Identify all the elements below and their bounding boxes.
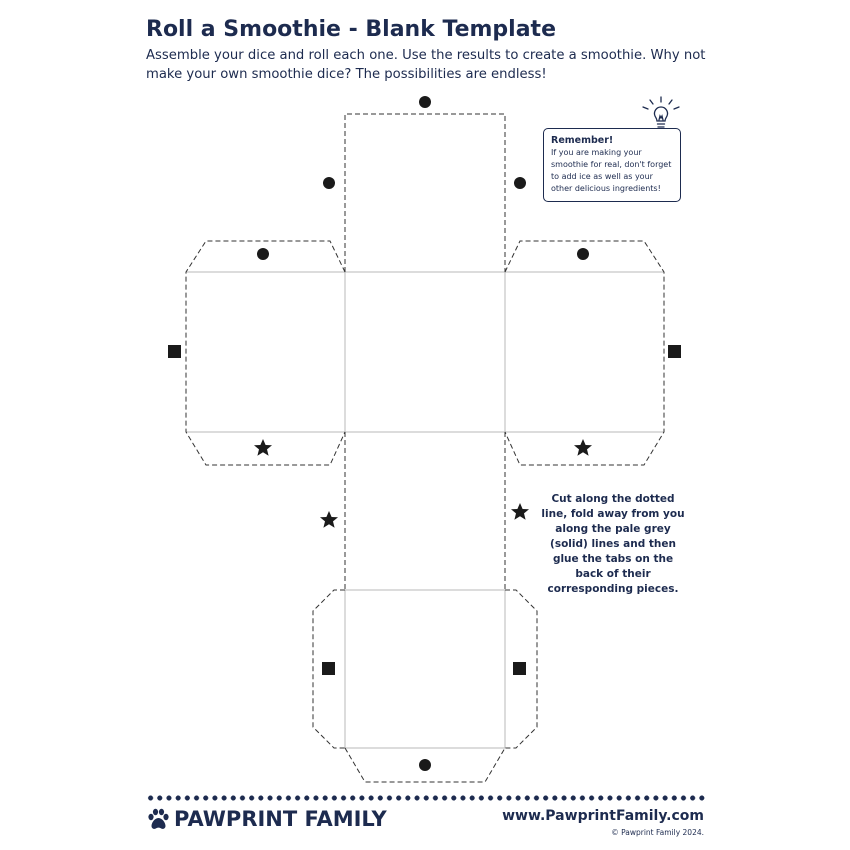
cut-line-bottom-tab xyxy=(344,747,506,783)
cut-lines xyxy=(185,113,665,783)
reminder-title: Remember! xyxy=(551,135,614,146)
website-link[interactable]: www.PawprintFamily.com xyxy=(502,808,704,824)
fold-lines xyxy=(186,271,664,749)
square-marker-icon xyxy=(168,345,181,358)
brand-logo: PAWPRINT FAMILY xyxy=(146,806,387,832)
circle-marker-icon xyxy=(577,248,589,260)
cut-line-right xyxy=(504,240,665,466)
cut-line-bottom-left-tab xyxy=(312,589,345,749)
square-marker-icon xyxy=(322,662,335,675)
square-marker-icon xyxy=(513,662,526,675)
paw-icon xyxy=(148,808,169,829)
cut-line-top xyxy=(344,113,506,272)
reminder-body: If you are making your smoothie for real… xyxy=(551,148,672,193)
circle-marker-icon xyxy=(419,96,431,108)
cutting-instructions: Cut along the dotted line, fold away fro… xyxy=(541,493,685,595)
reminder-note: Remember! If you are making your smoothi… xyxy=(543,128,681,202)
square-markers xyxy=(168,345,681,675)
circle-marker-icon xyxy=(323,177,335,189)
cut-line-left xyxy=(185,240,346,466)
copyright-text: © Pawprint Family 2024. xyxy=(611,828,704,837)
circle-marker-icon xyxy=(419,759,431,771)
star-marker-icon xyxy=(511,503,529,520)
star-marker-icon xyxy=(574,439,592,456)
circle-markers xyxy=(257,96,589,771)
circle-marker-icon xyxy=(514,177,526,189)
lightbulb-icon xyxy=(642,96,680,131)
star-marker-icon xyxy=(320,511,338,528)
star-marker-icon xyxy=(254,439,272,456)
brand-name: PAWPRINT FAMILY xyxy=(174,807,387,831)
square-marker-icon xyxy=(668,345,681,358)
intro-text: Assemble your dice and roll each one. Us… xyxy=(146,48,706,82)
footer-dotted-divider xyxy=(146,795,706,801)
page-title: Roll a Smoothie - Blank Template xyxy=(146,17,556,42)
star-markers xyxy=(254,439,592,528)
circle-marker-icon xyxy=(257,248,269,260)
cut-line-bottom-right-tab xyxy=(505,589,538,749)
